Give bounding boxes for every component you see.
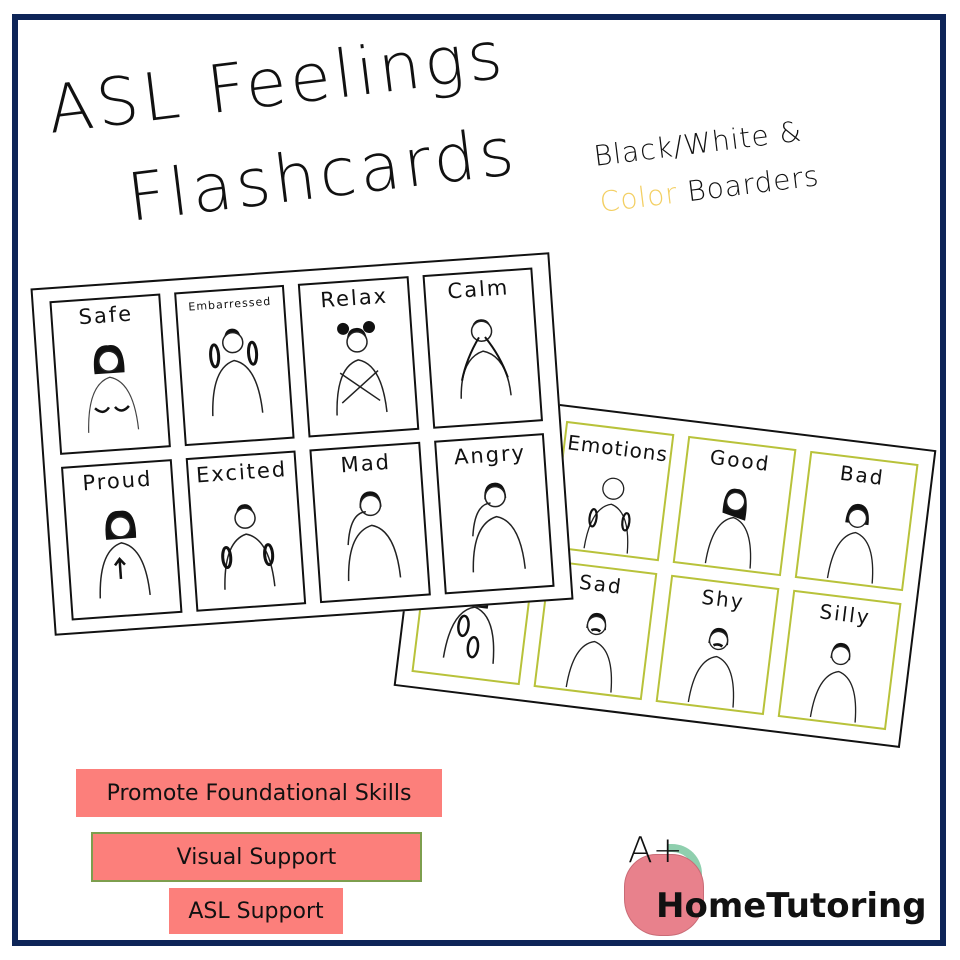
card-label: Excited (195, 457, 288, 488)
card-label: Sad (577, 569, 625, 599)
signer-figure-icon (582, 477, 631, 554)
badge-foundational-skills: Promote Foundational Skills (76, 769, 442, 817)
flashcard: Mad (309, 441, 431, 604)
signer-figure-icon (471, 482, 526, 573)
flashcard: Calm (422, 267, 543, 429)
flashcard: Safe (49, 293, 171, 455)
flashcard: Emotions (550, 420, 675, 562)
signer-figure-icon (687, 627, 734, 708)
card-label: Safe (77, 301, 134, 330)
signer-figure-icon (460, 319, 512, 399)
card-label: Embarressed (187, 294, 272, 314)
card-label: Calm (446, 275, 511, 304)
bw-flashcard-sheet: Safe Embarressed Relax Calm Proud Excite… (30, 252, 574, 636)
flashcard: Proud (61, 459, 182, 621)
flashcard: Sad (533, 559, 658, 701)
logo-grade: A+ (628, 830, 683, 871)
signer-figure-icon (826, 503, 873, 584)
card-label: Proud (81, 466, 154, 496)
card-label: Emotions (566, 430, 670, 467)
flashcard: Silly (777, 589, 902, 731)
signer-figure-icon (347, 491, 402, 582)
bw-card-grid: Safe Embarressed Relax Calm Proud Excite… (49, 267, 555, 621)
logo-name: HomeTutoring (656, 886, 927, 926)
card-label: Relax (319, 283, 389, 313)
badge-visual-support: Visual Support (91, 832, 422, 882)
card-label: Angry (453, 440, 527, 470)
apple-icon (624, 854, 704, 936)
flashcard: Good (672, 435, 797, 577)
card-label: Shy (700, 584, 747, 614)
flashcard: Excited (185, 450, 307, 612)
card-label: Bad (838, 460, 886, 490)
flashcard: Relax (297, 276, 419, 438)
signer-figure-icon (336, 321, 388, 416)
flashcard: Bad (794, 450, 919, 592)
signer-figure-icon (88, 345, 140, 433)
signer-figure-icon (220, 504, 276, 590)
card-label: Mad (339, 449, 392, 478)
signer-figure-icon (704, 488, 751, 569)
signer-figure-icon (208, 328, 264, 417)
flashcard: Angry (433, 433, 555, 595)
flashcard: Shy (655, 574, 780, 716)
badge-asl-support: ASL Support (169, 888, 343, 934)
hometutoring-logo: A+ HomeTutoring (610, 830, 940, 940)
signer-figure-icon (809, 642, 856, 723)
flashcard: Embarressed (173, 284, 295, 447)
card-label: Good (708, 444, 772, 476)
signer-figure-icon (565, 612, 612, 693)
signer-figure-icon (99, 510, 152, 599)
card-label: Silly (818, 599, 873, 630)
apple-leaf-icon (668, 844, 702, 876)
